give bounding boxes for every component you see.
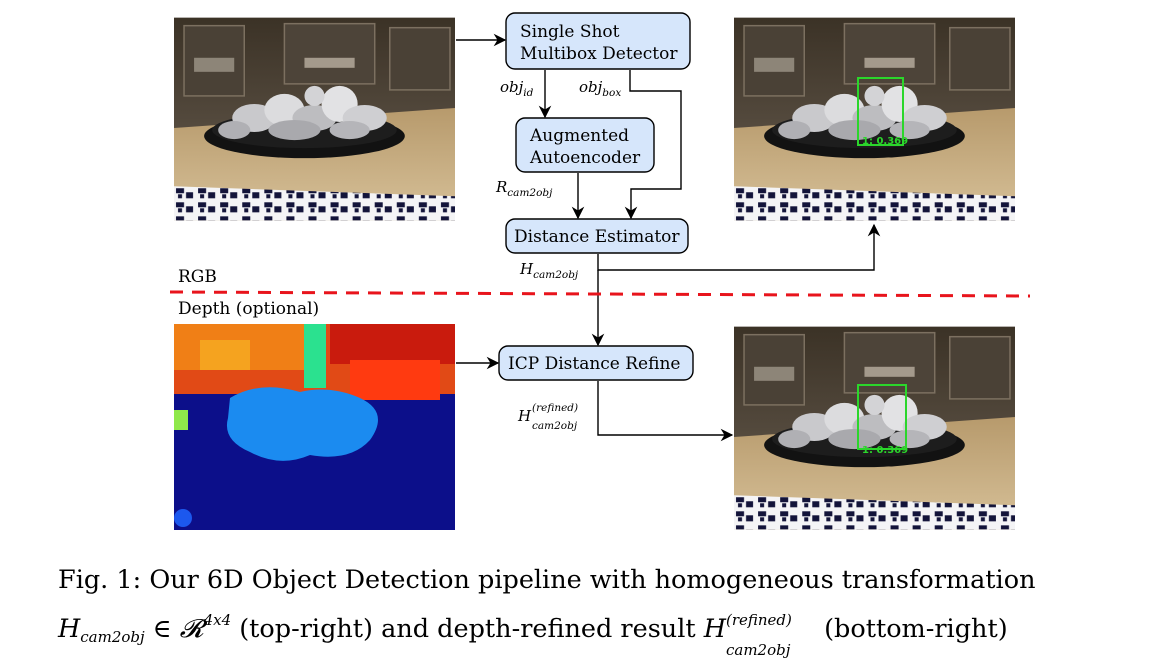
depth-input-image: [174, 324, 455, 530]
caption-h2: H: [703, 614, 726, 644]
region-label-rgb: RGB: [178, 267, 217, 287]
region-label-depth: Depth (optional): [178, 299, 319, 319]
label-obj-id: objid: [500, 78, 534, 99]
caption-h2-sup: (refined): [725, 611, 792, 629]
caption-h2-scripts: (refined) cam2obj: [726, 611, 816, 659]
node-icp-label: ICP Distance Refine: [508, 354, 680, 374]
caption-end: (bottom-right): [815, 614, 1008, 644]
node-aae: Augmented Autoencoder: [515, 117, 655, 173]
caption-in: ∈: [144, 614, 180, 644]
detection-label-top: 1: 0.369: [862, 136, 908, 147]
caption-line-1: Fig. 1: Our 6D Object Detection pipeline…: [58, 560, 1138, 600]
caption-h2-sub: cam2obj: [725, 641, 791, 659]
node-ssd: Single Shot Multibox Detector: [505, 12, 691, 70]
node-ssd-line2: Multibox Detector: [520, 44, 678, 64]
caption-line1-text: Our 6D Object Detection pipeline with ho…: [149, 565, 1036, 595]
detection-box-bottom: [857, 384, 907, 450]
edges: [456, 33, 881, 442]
node-icp: ICP Distance Refine: [498, 345, 694, 381]
label-r-cam2obj: Rcam2obj: [495, 178, 553, 199]
node-aae-line2: Autoencoder: [529, 148, 641, 168]
edge-icp-to-refined: [597, 381, 734, 442]
edge-dist-to-result: [597, 223, 881, 271]
node-ssd-line1: Single Shot: [520, 22, 620, 42]
label-obj-box: objbox: [579, 78, 621, 99]
label-h-refined: H (refined) cam2obj: [517, 402, 578, 432]
svg-text:cam2obj: cam2obj: [532, 420, 578, 432]
node-distance-estimator: Distance Estimator: [505, 218, 689, 254]
caption-h-sub: cam2obj: [80, 628, 145, 646]
caption-mid: (top-right) and depth-refined result: [231, 614, 704, 644]
caption-r: 𝓡: [179, 614, 204, 644]
rgb-input-image: [174, 16, 455, 222]
svg-text:(refined): (refined): [532, 402, 578, 414]
result-image-top-right: 1: 0.369: [734, 16, 1015, 222]
svg-text:H: H: [517, 407, 532, 425]
node-aae-line1: Augmented: [529, 126, 629, 146]
detection-box-top: [857, 77, 904, 146]
result-image-bottom-right: 1: 0.369: [734, 326, 1015, 530]
caption-h: H: [58, 614, 81, 644]
caption-line-2: Hcam2obj ∈ 𝓡4x4 (top-right) and depth-re…: [58, 600, 1138, 659]
rgb-depth-separator: [169, 290, 1031, 298]
detection-label-bottom: 1: 0.369: [862, 445, 908, 456]
label-h-cam2obj: Hcam2obj: [519, 260, 579, 281]
pipeline-diagram: 1: 0.369 1: 0.369 Single Shot Multibox D…: [169, 12, 1031, 530]
edge-ssd-box-to-dist: [624, 70, 682, 220]
node-distance-estimator-label: Distance Estimator: [514, 227, 680, 247]
caption-r-sup: 4x4: [203, 611, 232, 629]
figure-caption: Fig. 1: Our 6D Object Detection pipeline…: [58, 560, 1138, 659]
caption-fig-label: Fig. 1:: [58, 565, 142, 595]
